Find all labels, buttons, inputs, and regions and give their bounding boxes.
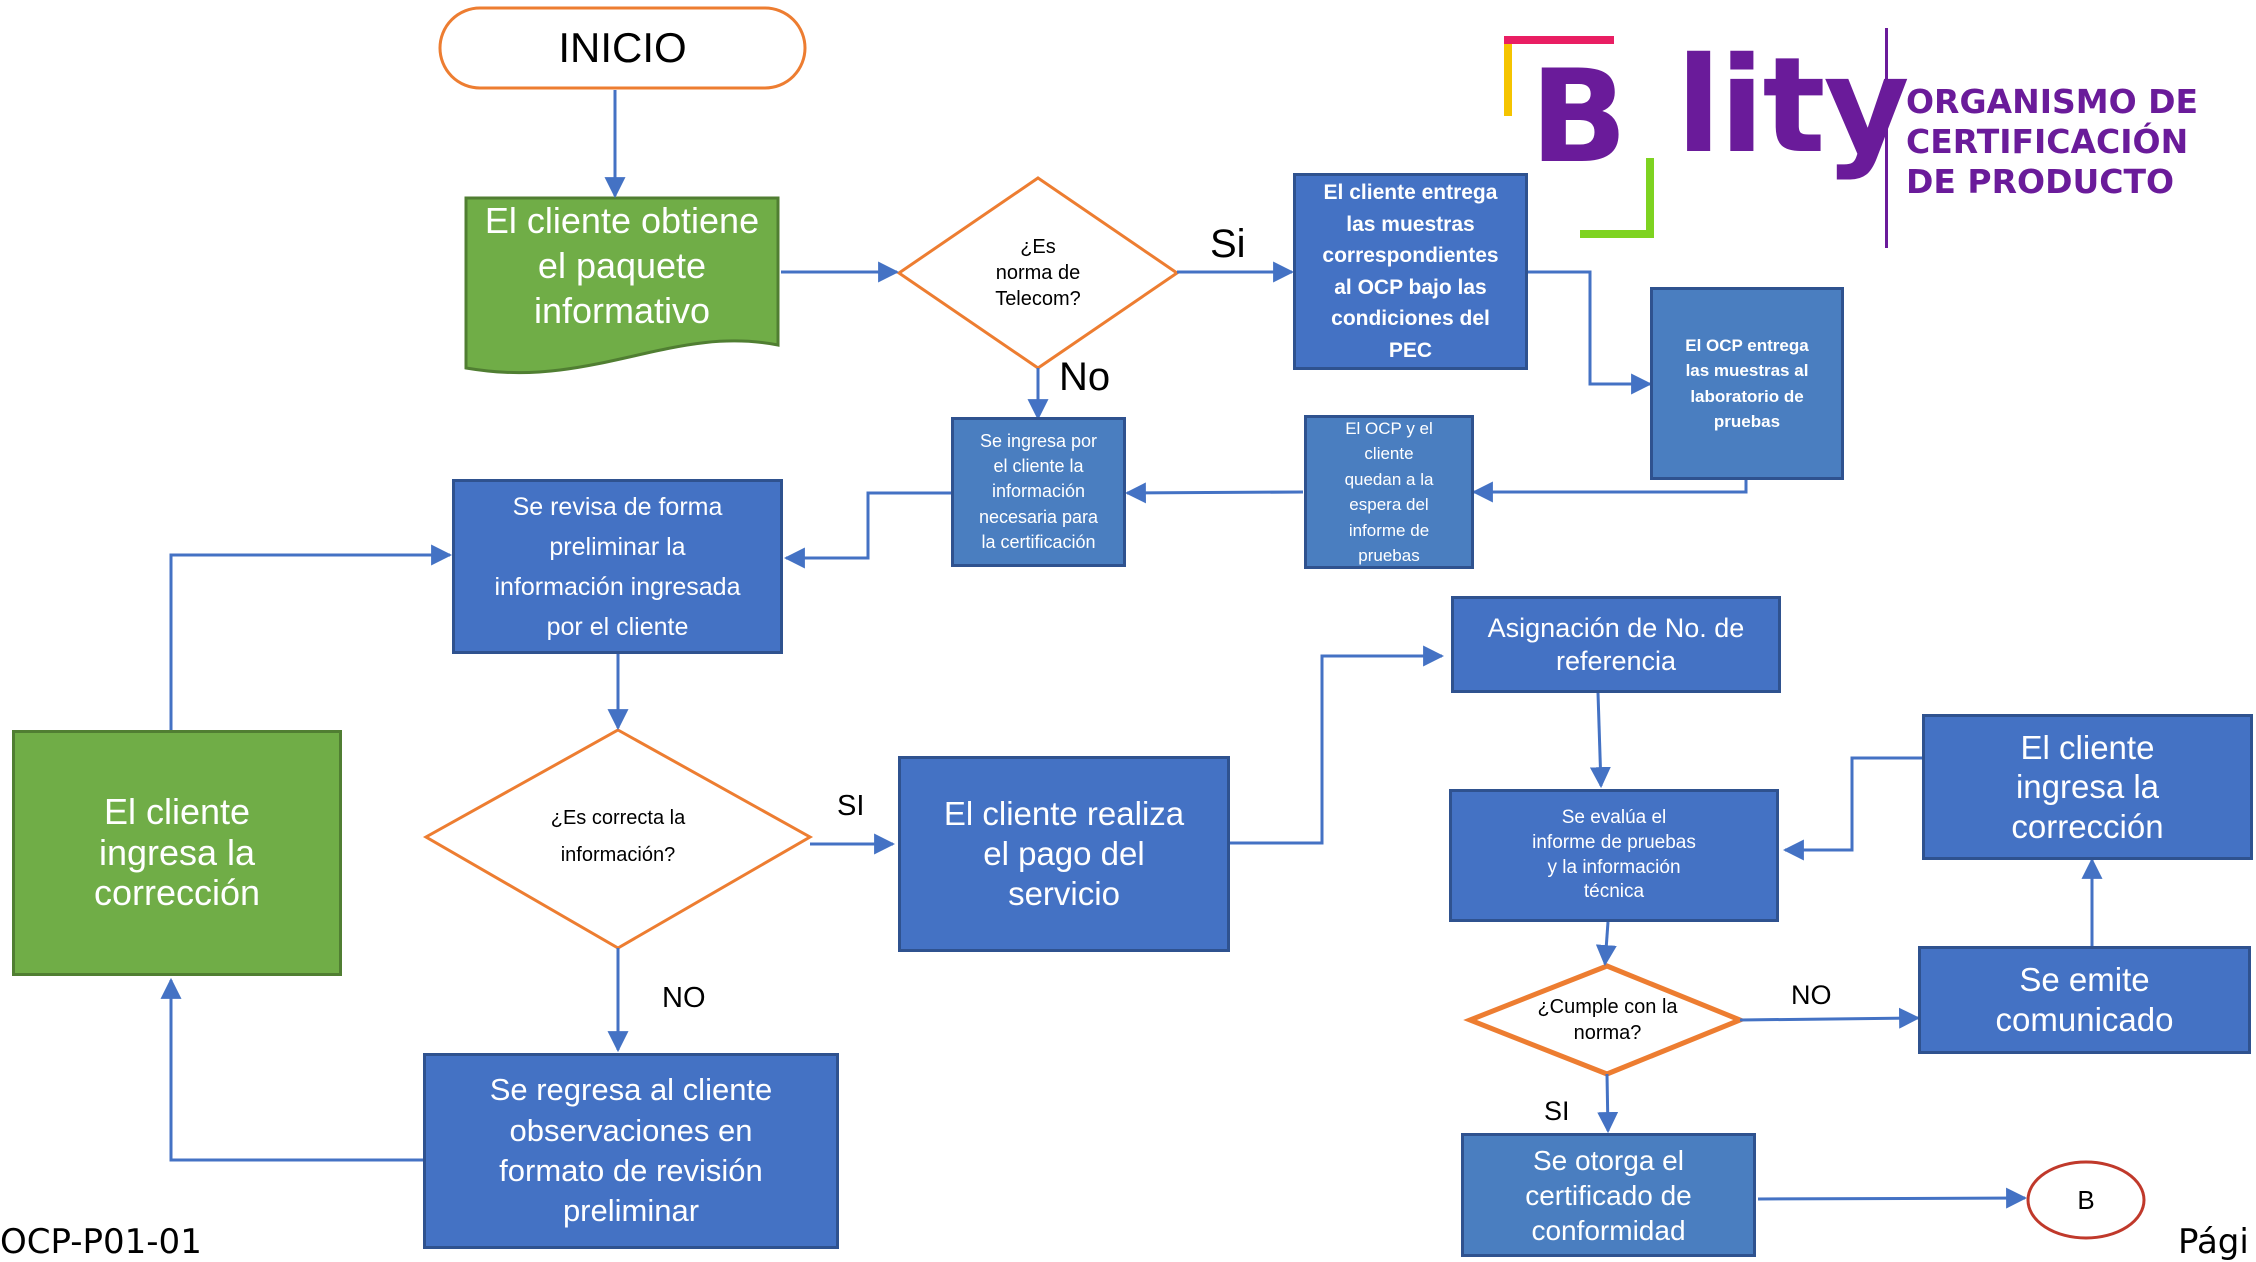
- node-regresa-observaciones-text: Se regresa al cliente observaciones en f…: [489, 1072, 773, 1229]
- start-label: INICIO: [558, 24, 687, 71]
- arrow-evalua-norma: [1595, 921, 1617, 967]
- node-correccion-left: El cliente ingresa la corrección: [12, 730, 342, 976]
- decision-norma-text: ¿Cumple con la norma?: [1537, 996, 1678, 1044]
- footer-page: Pági: [2178, 1222, 2249, 1262]
- node-otorga-certificado: Se otorga el certificado de conformidad: [1461, 1133, 1756, 1257]
- logo-line-1: ORGANISMO DE: [1906, 82, 2199, 121]
- arrow-regresa-correccion: [160, 977, 423, 1162]
- node-emite-comunicado-text: Se emite comunicado: [1995, 961, 2174, 1038]
- edge-label-si-norma: SI: [1544, 1096, 1570, 1126]
- edge-label-no-telecom: No: [1059, 355, 1111, 399]
- node-regresa-observaciones: Se regresa al cliente observaciones en f…: [423, 1053, 839, 1249]
- start-terminator: [438, 6, 807, 90]
- arrow-asignacion-evalua: [1589, 692, 1611, 789]
- node-otorga-certificado-text: Se otorga el certificado de conformidad: [1525, 1144, 1692, 1246]
- decision-correcta-text: ¿Es correcta la información?: [550, 807, 686, 866]
- arrow-correccion-evalua: [1782, 756, 1922, 861]
- node-espera-informe-text: El OCP y el cliente quedan a la espera d…: [1344, 418, 1434, 566]
- node-ocp-entrega-text: El OCP entrega las muestras al laborator…: [1685, 335, 1809, 432]
- arrow-ingresa-revisa: [783, 491, 951, 569]
- footer-document-code: OCP-P01-01: [0, 1222, 202, 1262]
- node-entrega-muestras-text: El cliente entrega las muestras correspo…: [1322, 181, 1499, 362]
- decision-telecom-text: ¿Es norma de Telecom?: [995, 236, 1081, 310]
- edge-label-si-telecom: Si: [1210, 222, 1246, 266]
- node-entrega-muestras: El cliente entrega las muestras correspo…: [1293, 173, 1528, 370]
- arrow-ocp-espera: [1471, 480, 1748, 503]
- node-pago-servicio-text: El cliente realiza el pago del servicio: [943, 794, 1185, 913]
- logo-brand-b: B: [1530, 43, 1628, 192]
- node-evalua-informe: Se evalúa el informe de pruebas y la inf…: [1449, 789, 1779, 922]
- node-evalua-informe-text: Se evalúa el informe de pruebas y la inf…: [1532, 807, 1696, 903]
- node-correccion-left-text: El cliente ingresa la corrección: [93, 790, 261, 914]
- logo-brand-rest: lity: [1676, 29, 1910, 183]
- arrow-norma-no: [1739, 1007, 1921, 1029]
- arrow-otorga-b: [1757, 1187, 2028, 1209]
- connector-b-circle: [2026, 1160, 2146, 1240]
- node-espera-informe: El OCP y el cliente quedan a la espera d…: [1304, 415, 1474, 569]
- edge-label-si-correcta: SI: [837, 790, 865, 822]
- node-pago-servicio: El cliente realiza el pago del servicio: [898, 756, 1230, 952]
- node-revisa-preliminar: Se revisa de forma preliminar la informa…: [452, 479, 783, 654]
- node-ocp-entrega: El OCP entrega las muestras al laborator…: [1650, 287, 1844, 480]
- node-correccion-right: El cliente ingresa la corrección: [1922, 714, 2253, 860]
- node-correccion-right-text: El cliente ingresa la corrección: [2011, 728, 2164, 845]
- document-shape: [464, 196, 780, 375]
- node-ingresa-informacion: Se ingresa por el cliente la información…: [951, 417, 1126, 567]
- logo-line-3: DE PRODUCTO: [1906, 162, 2175, 201]
- arrow-pago-asignacion: [1230, 645, 1445, 845]
- arrow-correccion-revisa: [169, 544, 453, 730]
- node-paquete-informativo: El cliente obtiene el paquete informativ…: [484, 200, 760, 331]
- node-emite-comunicado: Se emite comunicado: [1918, 946, 2251, 1054]
- arrow-espera-ingresa: [1124, 482, 1304, 504]
- logo-graphic: [1504, 28, 1888, 248]
- arrow-entrega-ocp: [1528, 270, 1653, 395]
- edge-label-no-norma: NO: [1791, 980, 1832, 1010]
- node-asignacion-referencia-text: Asignación de No. de referencia: [1487, 613, 1745, 676]
- node-asignacion-referencia: Asignación de No. de referencia: [1451, 596, 1781, 693]
- arrow-norma-si: [1597, 1073, 1619, 1134]
- node-ingresa-informacion-text: Se ingresa por el cliente la información…: [978, 431, 1099, 552]
- edge-label-no-correcta: NO: [662, 982, 706, 1014]
- node-revisa-preliminar-text: Se revisa de forma preliminar la informa…: [494, 492, 741, 641]
- logo-line-2: CERTIFICACIÓN: [1906, 122, 2189, 161]
- connector-b-label: B: [2077, 1184, 2095, 1215]
